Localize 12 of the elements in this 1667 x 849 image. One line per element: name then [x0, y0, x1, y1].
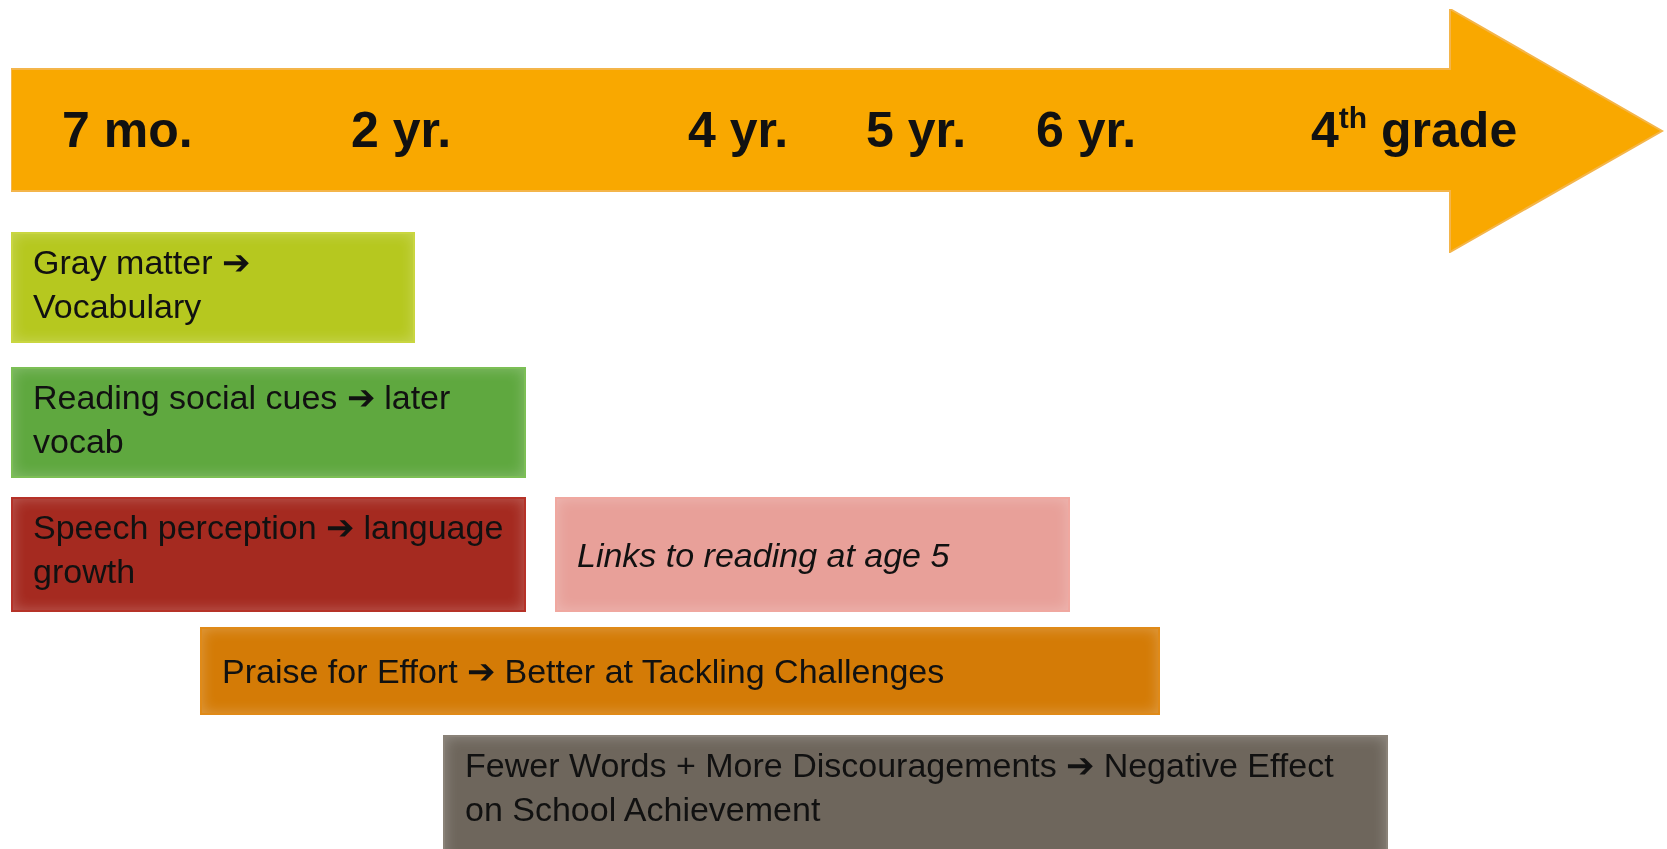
timeline-label: 2 yr.: [351, 105, 452, 155]
timeline-label: 4$^{th}$ grade: [1311, 105, 1518, 155]
milestone-box: Links to reading at age 5: [555, 497, 1070, 612]
milestone-box: Fewer Words + More Discouragements ➔ Negative Effect on School Achievement: [443, 735, 1388, 849]
milestone-box: Praise for Effort ➔ Better at Tackling Challenges: [200, 627, 1160, 715]
timeline-label: 7 mo.: [62, 105, 193, 155]
timeline-label: 4 yr.: [688, 105, 789, 155]
timeline-label: 6 yr.: [1036, 105, 1137, 155]
milestone-box: Gray matter ➔ Vocabulary: [11, 232, 415, 343]
milestone-box: Reading social cues ➔ later vocab: [11, 367, 526, 478]
milestone-box: Speech perception ➔ language growth: [11, 497, 526, 612]
timeline-label: 5 yr.: [866, 105, 967, 155]
